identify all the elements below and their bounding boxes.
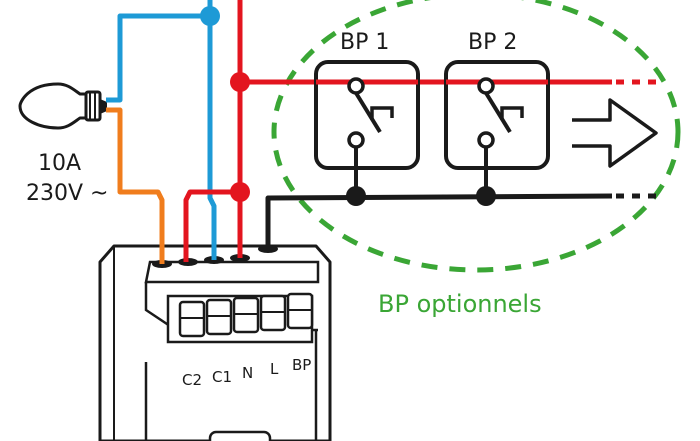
terminal-label-c1: C1 <box>212 368 232 386</box>
optional-buttons-label: BP optionnels <box>378 290 542 318</box>
phase-wire-c1 <box>183 189 240 262</box>
phase-junction-top <box>230 72 250 92</box>
push-button-icon <box>444 60 550 196</box>
neutral-wire <box>106 0 213 103</box>
terminal-label-n: N <box>242 364 253 382</box>
bulb-current-label: 10A <box>38 151 81 176</box>
push-button-icon <box>314 60 420 196</box>
bulb-voltage-label: 230V ~ <box>26 181 108 206</box>
control-module <box>98 244 332 441</box>
pushbutton-wire <box>265 193 613 249</box>
light-bulb-icon <box>18 82 107 130</box>
junction-dots <box>200 6 496 206</box>
arrow-right-icon <box>572 98 658 168</box>
control-wire <box>106 107 165 264</box>
optional-buttons-zone <box>271 0 681 273</box>
neutral-wire-to-module <box>207 16 217 260</box>
button-2-label: BP 2 <box>468 30 517 55</box>
terminal-levers <box>178 292 314 338</box>
phase-junction-bottom <box>230 182 250 202</box>
terminal-label-c2: C2 <box>182 371 202 389</box>
terminal-label-l: L <box>270 360 279 378</box>
neutral-junction <box>200 6 220 26</box>
terminal-label-bp: BP <box>292 356 311 374</box>
button-1-label: BP 1 <box>340 30 389 55</box>
